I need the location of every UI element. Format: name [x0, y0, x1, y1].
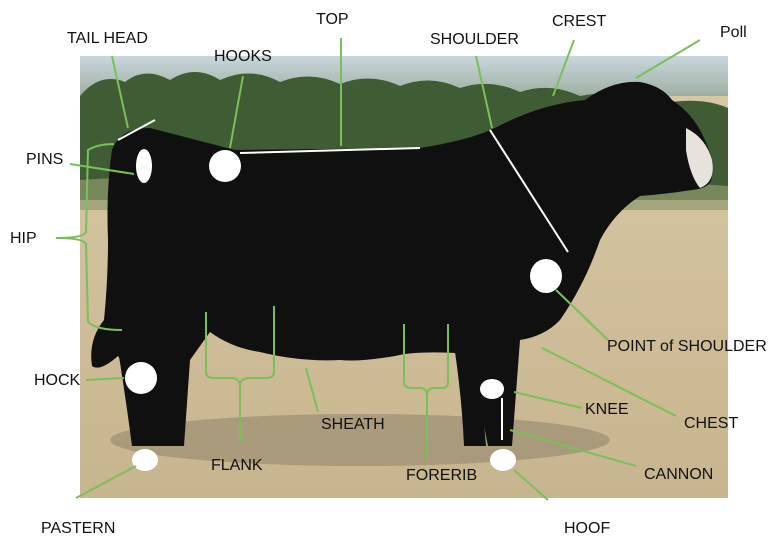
shoulder-label: SHOULDER: [430, 32, 519, 48]
hooks-label: HOOKS: [214, 49, 272, 65]
knee-label: KNEE: [585, 402, 629, 418]
knee-marker: [480, 379, 504, 399]
flank-label: FLANK: [211, 458, 263, 474]
poll-label: Poll: [720, 25, 747, 41]
point-of-shoulder-marker: [530, 259, 562, 293]
hoof-marker: [490, 449, 516, 471]
hooks-marker: [209, 150, 241, 182]
pastern-label: PASTERN: [41, 521, 115, 537]
point-of-shoulder-label: POINT of SHOULDER: [607, 339, 767, 355]
pins-marker: [136, 149, 152, 183]
crest-label: CREST: [552, 14, 606, 30]
pins-label: PINS: [26, 152, 63, 168]
hoof-label: HOOF: [564, 521, 610, 537]
hip-label: HIP: [10, 231, 37, 247]
top-label: TOP: [316, 12, 349, 28]
hock-label: HOCK: [34, 373, 80, 389]
pastern-marker: [132, 449, 158, 471]
hock-marker: [125, 362, 157, 394]
chest-label: CHEST: [684, 416, 738, 432]
sheath-label: SHEATH: [321, 417, 385, 433]
tail-head-label: TAIL HEAD: [67, 31, 148, 47]
cannon-label: CANNON: [644, 467, 713, 483]
forerib-label: FORERIB: [406, 468, 477, 484]
